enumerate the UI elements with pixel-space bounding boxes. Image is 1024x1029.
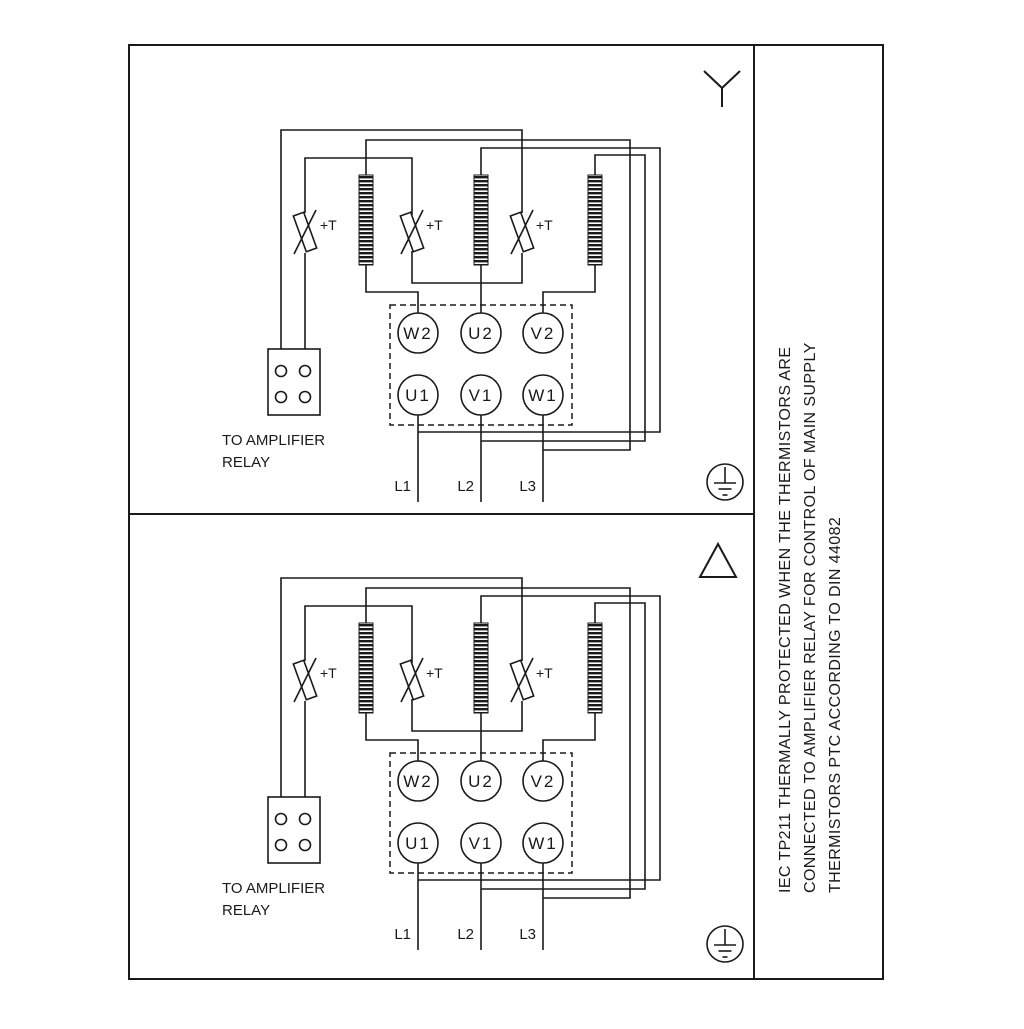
terminal-U1: [397, 822, 439, 864]
side-note-line1: IEC TP211 THERMALLY PROTECTED WHEN THE T…: [777, 347, 794, 893]
relay-caption-line1: TO AMPLIFIER: [222, 880, 325, 897]
wire-coil1-to-W1: [365, 139, 631, 451]
panel-star-circuit: +T +T +T W2 U2 V2 U1 V1: [222, 129, 661, 502]
supply-label-L2: L2: [457, 478, 474, 495]
terminal-V1-label: V1: [469, 386, 494, 405]
wire-coil2-to-U1: [418, 147, 661, 433]
relay-caption-line2: RELAY: [222, 902, 270, 919]
wire-coil1-to-W2: [365, 713, 419, 761]
supply-label-L1: L1: [394, 478, 411, 495]
earth-ground-icon: [706, 463, 744, 501]
terminal-V2-label: V2: [531, 772, 556, 791]
motor-winding-coil-1: [358, 622, 374, 714]
wire-thermistor1-to-thermistor2: [304, 605, 413, 663]
terminal-W2-label: W2: [403, 324, 433, 343]
motor-winding-coil-2: [473, 622, 489, 714]
delta-symbol: [698, 541, 738, 578]
terminal-U2-label: U2: [468, 772, 494, 791]
terminal-board-outline: [389, 304, 573, 426]
amplifier-relay-connector: [267, 796, 321, 864]
terminal-W1-label: W1: [528, 386, 558, 405]
supply-label-L3: L3: [519, 926, 536, 943]
terminal-U2: [460, 760, 502, 802]
terminal-W2: [397, 312, 439, 354]
terminal-W1: [522, 822, 564, 864]
side-note: IEC TP211 THERMALLY PROTECTED WHEN THE T…: [777, 342, 844, 893]
terminal-U2: [460, 312, 502, 354]
star-wye-symbol: [703, 70, 741, 107]
terminal-V2: [522, 312, 564, 354]
motor-winding-coil-2: [473, 174, 489, 266]
terminal-V1: [460, 822, 502, 864]
supply-label-L3: L3: [519, 478, 536, 495]
thermistor-3-icon: [509, 657, 535, 703]
relay-caption-line1: TO AMPLIFIER: [222, 432, 325, 449]
thermistor-2-label: +T: [426, 217, 443, 233]
terminal-board-outline: [389, 752, 573, 874]
side-note-line2: CONNECTED TO AMPLIFIER RELAY FOR CONTROL…: [802, 342, 819, 893]
thermistor-3-label: +T: [536, 217, 553, 233]
wire-coil2-to-U1: [418, 595, 661, 881]
motor-winding-coil-3: [587, 622, 603, 714]
panel-delta-circuit: +T +T +T W2 U2 V2 U1 V1: [222, 577, 661, 950]
terminal-W1-label: W1: [528, 834, 558, 853]
thermistor-1-icon: [292, 657, 318, 703]
wire-thermistor3-to-relay: [280, 129, 523, 349]
wire-coil1-to-W2: [365, 265, 419, 313]
motor-winding-coil-3: [587, 174, 603, 266]
terminal-U1-label: U1: [405, 386, 431, 405]
wire-coil3-to-V2: [542, 713, 596, 761]
terminal-W1: [522, 374, 564, 416]
relay-caption-line2: RELAY: [222, 454, 270, 471]
terminal-U2-label: U2: [468, 324, 494, 343]
terminal-V2-label: V2: [531, 324, 556, 343]
wire-thermistor1-to-thermistor2: [304, 157, 413, 215]
terminal-W2: [397, 760, 439, 802]
earth-ground-icon: [706, 925, 744, 963]
wire-thermistor3-to-relay: [280, 577, 523, 797]
amplifier-relay-connector: [267, 348, 321, 416]
terminal-V1-label: V1: [469, 834, 494, 853]
thermistor-2-icon: [399, 209, 425, 255]
terminal-U1: [397, 374, 439, 416]
motor-winding-coil-1: [358, 174, 374, 266]
diagram-border: [128, 44, 884, 980]
panel-star: +T +T +T W2 U2 V2 U1 V1: [222, 70, 744, 502]
wire-thermistor2-to-thermistor3: [411, 251, 523, 284]
thermistor-1-icon: [292, 209, 318, 255]
wire-coil3-to-V1: [481, 154, 646, 442]
terminal-V2: [522, 760, 564, 802]
supply-label-L2: L2: [457, 926, 474, 943]
terminal-U1-label: U1: [405, 834, 431, 853]
wire-thermistor2-to-thermistor3: [411, 699, 523, 732]
thermistor-1-label: +T: [320, 665, 337, 681]
wire-coil3-to-V1: [481, 602, 646, 890]
thermistor-1-label: +T: [320, 217, 337, 233]
wire-coil3-to-V2: [542, 265, 596, 313]
wire-coil1-to-W1: [365, 587, 631, 899]
panel-delta: +T +T +T W2 U2 V2 U1 V1: [222, 541, 744, 963]
thermistor-2-label: +T: [426, 665, 443, 681]
supply-label-L1: L1: [394, 926, 411, 943]
terminal-W2-label: W2: [403, 772, 433, 791]
side-note-line3: THERMISTORS PTC ACCORDING TO DIN 44082: [827, 517, 844, 893]
thermistor-3-label: +T: [536, 665, 553, 681]
thermistor-2-icon: [399, 657, 425, 703]
terminal-V1: [460, 374, 502, 416]
thermistor-3-icon: [509, 209, 535, 255]
